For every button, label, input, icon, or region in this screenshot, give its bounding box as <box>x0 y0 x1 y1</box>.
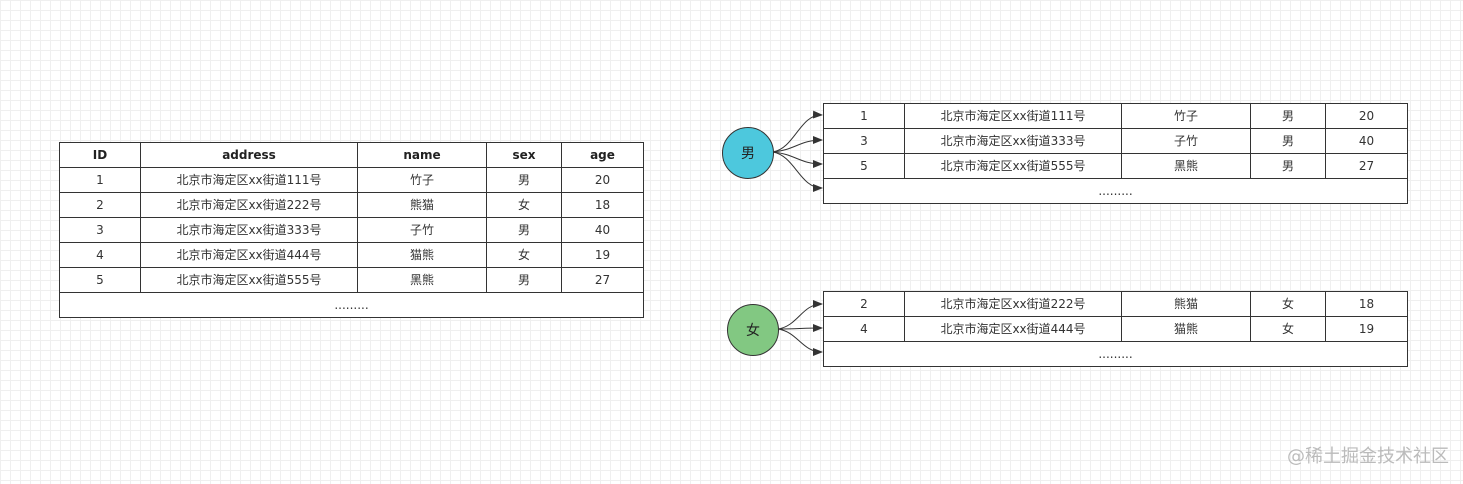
table-row: 5 北京市海定区xx街道555号 黑熊 男 27 <box>823 153 1408 179</box>
cell-age: 27 <box>561 267 644 293</box>
female-group-table: 2 北京市海定区xx街道222号 熊猫 女 18 4 北京市海定区xx街道444… <box>823 291 1408 367</box>
cell-id: 2 <box>59 192 141 218</box>
cell-sex: 女 <box>1250 316 1326 342</box>
header-age: age <box>561 142 644 168</box>
cell-sex: 男 <box>1250 103 1326 129</box>
cell-id: 1 <box>59 167 141 193</box>
female-circle: 女 <box>727 304 779 356</box>
cell-address: 北京市海定区xx街道333号 <box>140 217 358 243</box>
cell-sex: 女 <box>486 242 562 268</box>
ellipsis-row: ......... <box>59 292 644 318</box>
female-arrow-3 <box>777 328 823 356</box>
table-row: 4 北京市海定区xx街道444号 猫熊 女 19 <box>59 242 644 268</box>
male-arrow-1 <box>772 110 823 153</box>
male-label: 男 <box>741 146 755 162</box>
cell-address: 北京市海定区xx街道444号 <box>140 242 358 268</box>
male-arrow-4 <box>772 151 823 192</box>
ellipsis-cell: ......... <box>59 292 644 318</box>
cell-name: 黑熊 <box>357 267 487 293</box>
main-table: ID address name sex age 1 北京市海定区xx街道111号… <box>59 142 644 318</box>
cell-age: 18 <box>561 192 644 218</box>
cell-address: 北京市海定区xx街道444号 <box>904 316 1122 342</box>
cell-name: 子竹 <box>1121 128 1251 154</box>
male-arrow-3 <box>772 151 823 168</box>
table-row: 4 北京市海定区xx街道444号 猫熊 女 19 <box>823 316 1408 342</box>
cell-name: 子竹 <box>357 217 487 243</box>
watermark: @稀土掘金技术社区 <box>1287 446 1449 467</box>
female-arrow-1 <box>777 300 823 330</box>
cell-age: 27 <box>1325 153 1408 179</box>
cell-age: 20 <box>1325 103 1408 129</box>
table-row: 2 北京市海定区xx街道222号 熊猫 女 18 <box>823 291 1408 317</box>
female-arrow-2 <box>777 324 823 333</box>
male-circle: 男 <box>722 127 774 179</box>
cell-name: 猫熊 <box>1121 316 1251 342</box>
cell-address: 北京市海定区xx街道333号 <box>904 128 1122 154</box>
header-id: ID <box>59 142 141 168</box>
male-group-table: 1 北京市海定区xx街道111号 竹子 男 20 3 北京市海定区xx街道333… <box>823 103 1408 204</box>
cell-sex: 男 <box>486 217 562 243</box>
header-name: name <box>357 142 487 168</box>
table-row: 3 北京市海定区xx街道333号 子竹 男 40 <box>59 217 644 243</box>
header-row: ID address name sex age <box>59 142 644 168</box>
ellipsis-row: ......... <box>823 341 1408 367</box>
ellipsis-cell: ......... <box>823 178 1408 204</box>
cell-address: 北京市海定区xx街道222号 <box>904 291 1122 317</box>
male-arrow-2 <box>772 136 823 153</box>
table-row: 2 北京市海定区xx街道222号 熊猫 女 18 <box>59 192 644 218</box>
cell-id: 4 <box>823 316 905 342</box>
cell-address: 北京市海定区xx街道111号 <box>140 167 358 193</box>
cell-age: 18 <box>1325 291 1408 317</box>
cell-name: 熊猫 <box>1121 291 1251 317</box>
cell-sex: 男 <box>1250 128 1326 154</box>
cell-age: 40 <box>561 217 644 243</box>
ellipsis-row: ......... <box>823 178 1408 204</box>
ellipsis-cell: ......... <box>823 341 1408 367</box>
cell-age: 20 <box>561 167 644 193</box>
table-row: 1 北京市海定区xx街道111号 竹子 男 20 <box>823 103 1408 129</box>
female-label: 女 <box>746 323 760 339</box>
cell-id: 3 <box>59 217 141 243</box>
cell-address: 北京市海定区xx街道222号 <box>140 192 358 218</box>
cell-name: 竹子 <box>357 167 487 193</box>
cell-name: 猫熊 <box>357 242 487 268</box>
